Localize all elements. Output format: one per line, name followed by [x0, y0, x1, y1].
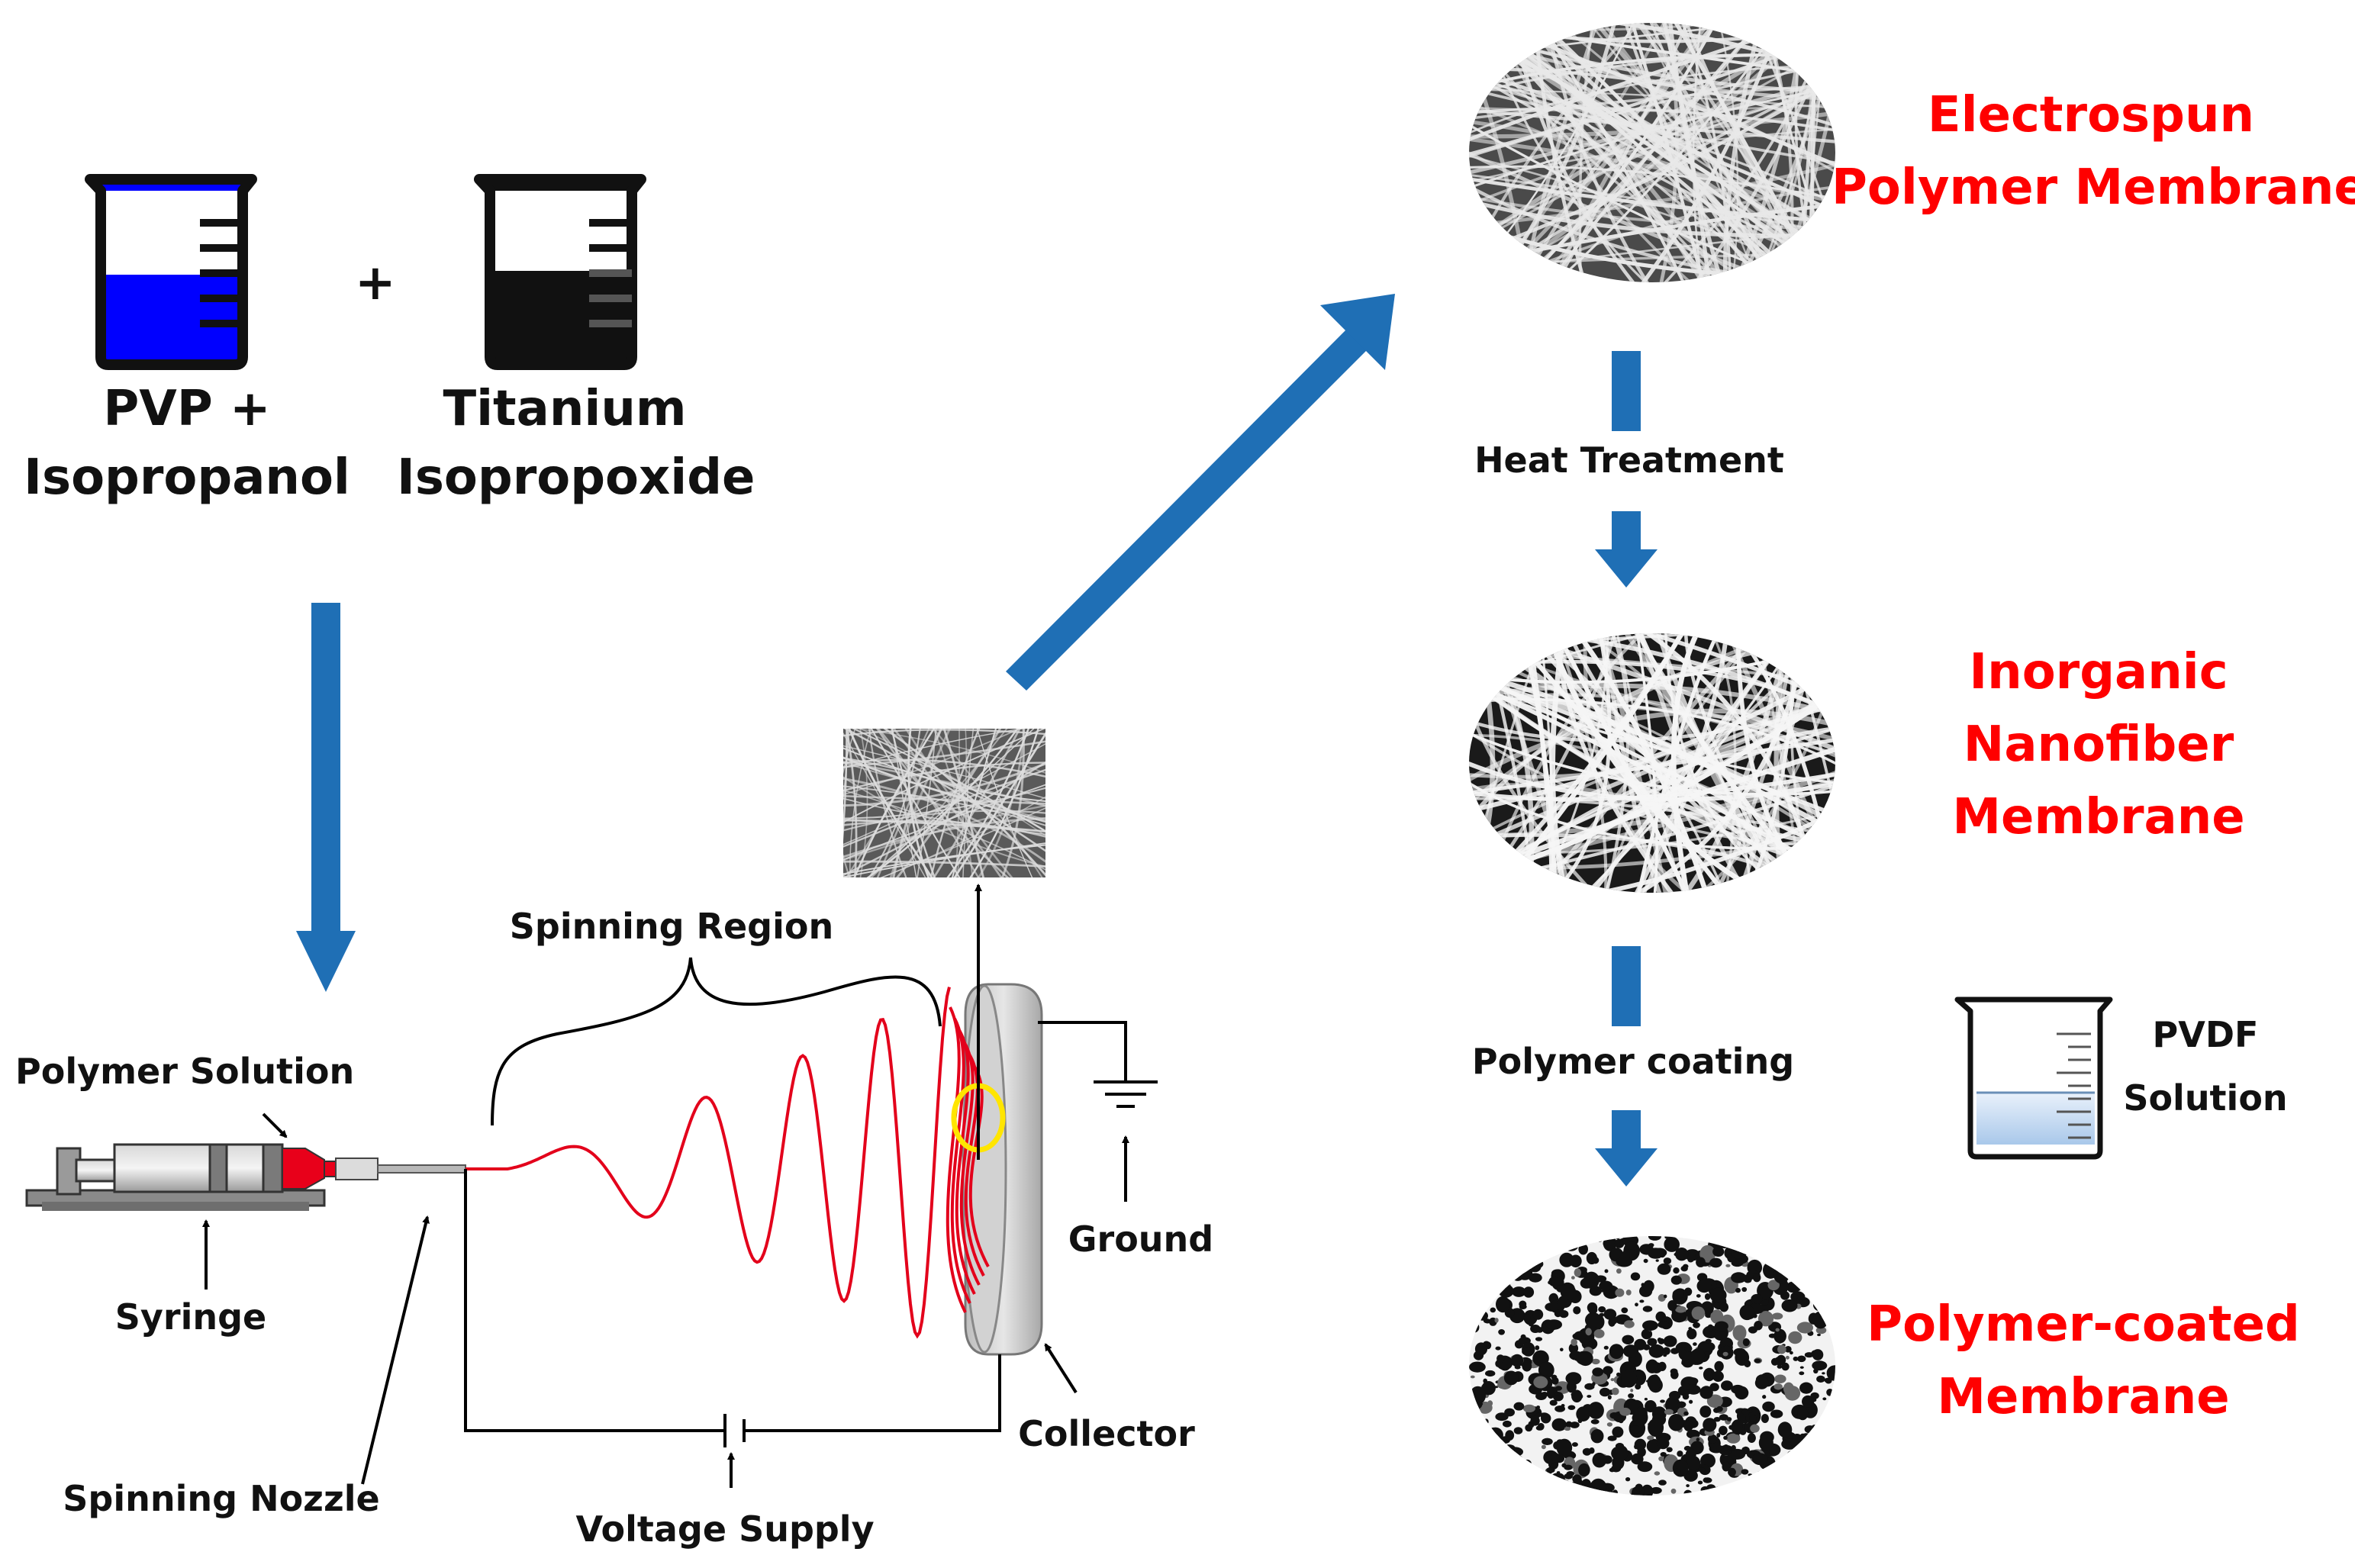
annotation-arrows: [202, 884, 1129, 1488]
down-arrow-icon: [296, 603, 356, 992]
pvdf-label-line1: PVDF: [2152, 1014, 2259, 1055]
pvp-label-line2: Isopropanol: [24, 449, 350, 506]
titanium-label-line2: Isopropoxide: [397, 449, 755, 506]
polymer-jet-icon: [466, 987, 990, 1339]
voltage-supply-label: Voltage Supply: [575, 1508, 875, 1550]
beaker-titanium-icon: [474, 174, 646, 370]
collector-plate-icon: [962, 983, 1043, 1356]
electrospun-membrane-image: [1469, 23, 1835, 282]
plus-sign: +: [355, 255, 396, 311]
coated-label-line1: Polymer-coated: [1867, 1296, 2300, 1353]
titanium-label-line1: Titanium: [443, 381, 687, 437]
beaker-pvdf-icon: [1954, 997, 2113, 1160]
process-arrows-icon: [1595, 351, 1658, 1186]
circuit-wires: [464, 1021, 1158, 1447]
polymer-coating-label: Polymer coating: [1471, 1041, 1795, 1082]
collector-label: Collector: [1018, 1413, 1195, 1454]
inorganic-membrane-image: [1469, 633, 1835, 893]
coated-membrane-image: [1469, 1236, 1835, 1496]
syringe-pump-icon: [25, 1143, 466, 1211]
inorganic-label-line1: Inorganic: [1969, 644, 2228, 700]
inorganic-label-line3: Membrane: [1952, 789, 2245, 845]
spinning-nozzle-label: Spinning Nozzle: [63, 1478, 380, 1519]
pvp-label-line1: PVP +: [103, 381, 271, 437]
beaker-pvp-icon: [85, 174, 257, 370]
syringe-label: Syringe: [114, 1296, 267, 1338]
spinning-region-brace: [491, 957, 942, 1126]
ground-label: Ground: [1068, 1219, 1214, 1260]
collector-fiber-sample-image: [843, 729, 1045, 877]
electrospun-label-line2: Polymer Membrane: [1831, 159, 2355, 216]
polymer-solution-label: Polymer Solution: [15, 1051, 355, 1092]
heat-treatment-label: Heat Treatment: [1474, 439, 1784, 481]
diagonal-arrow-icon: [1006, 294, 1395, 691]
pvdf-label-line2: Solution: [2123, 1077, 2288, 1119]
coated-label-line2: Membrane: [1937, 1369, 2230, 1425]
electrospun-label-line1: Electrospun: [1927, 87, 2255, 143]
spinning-region-label: Spinning Region: [509, 906, 834, 947]
inorganic-label-line2: Nanofiber: [1963, 716, 2234, 773]
